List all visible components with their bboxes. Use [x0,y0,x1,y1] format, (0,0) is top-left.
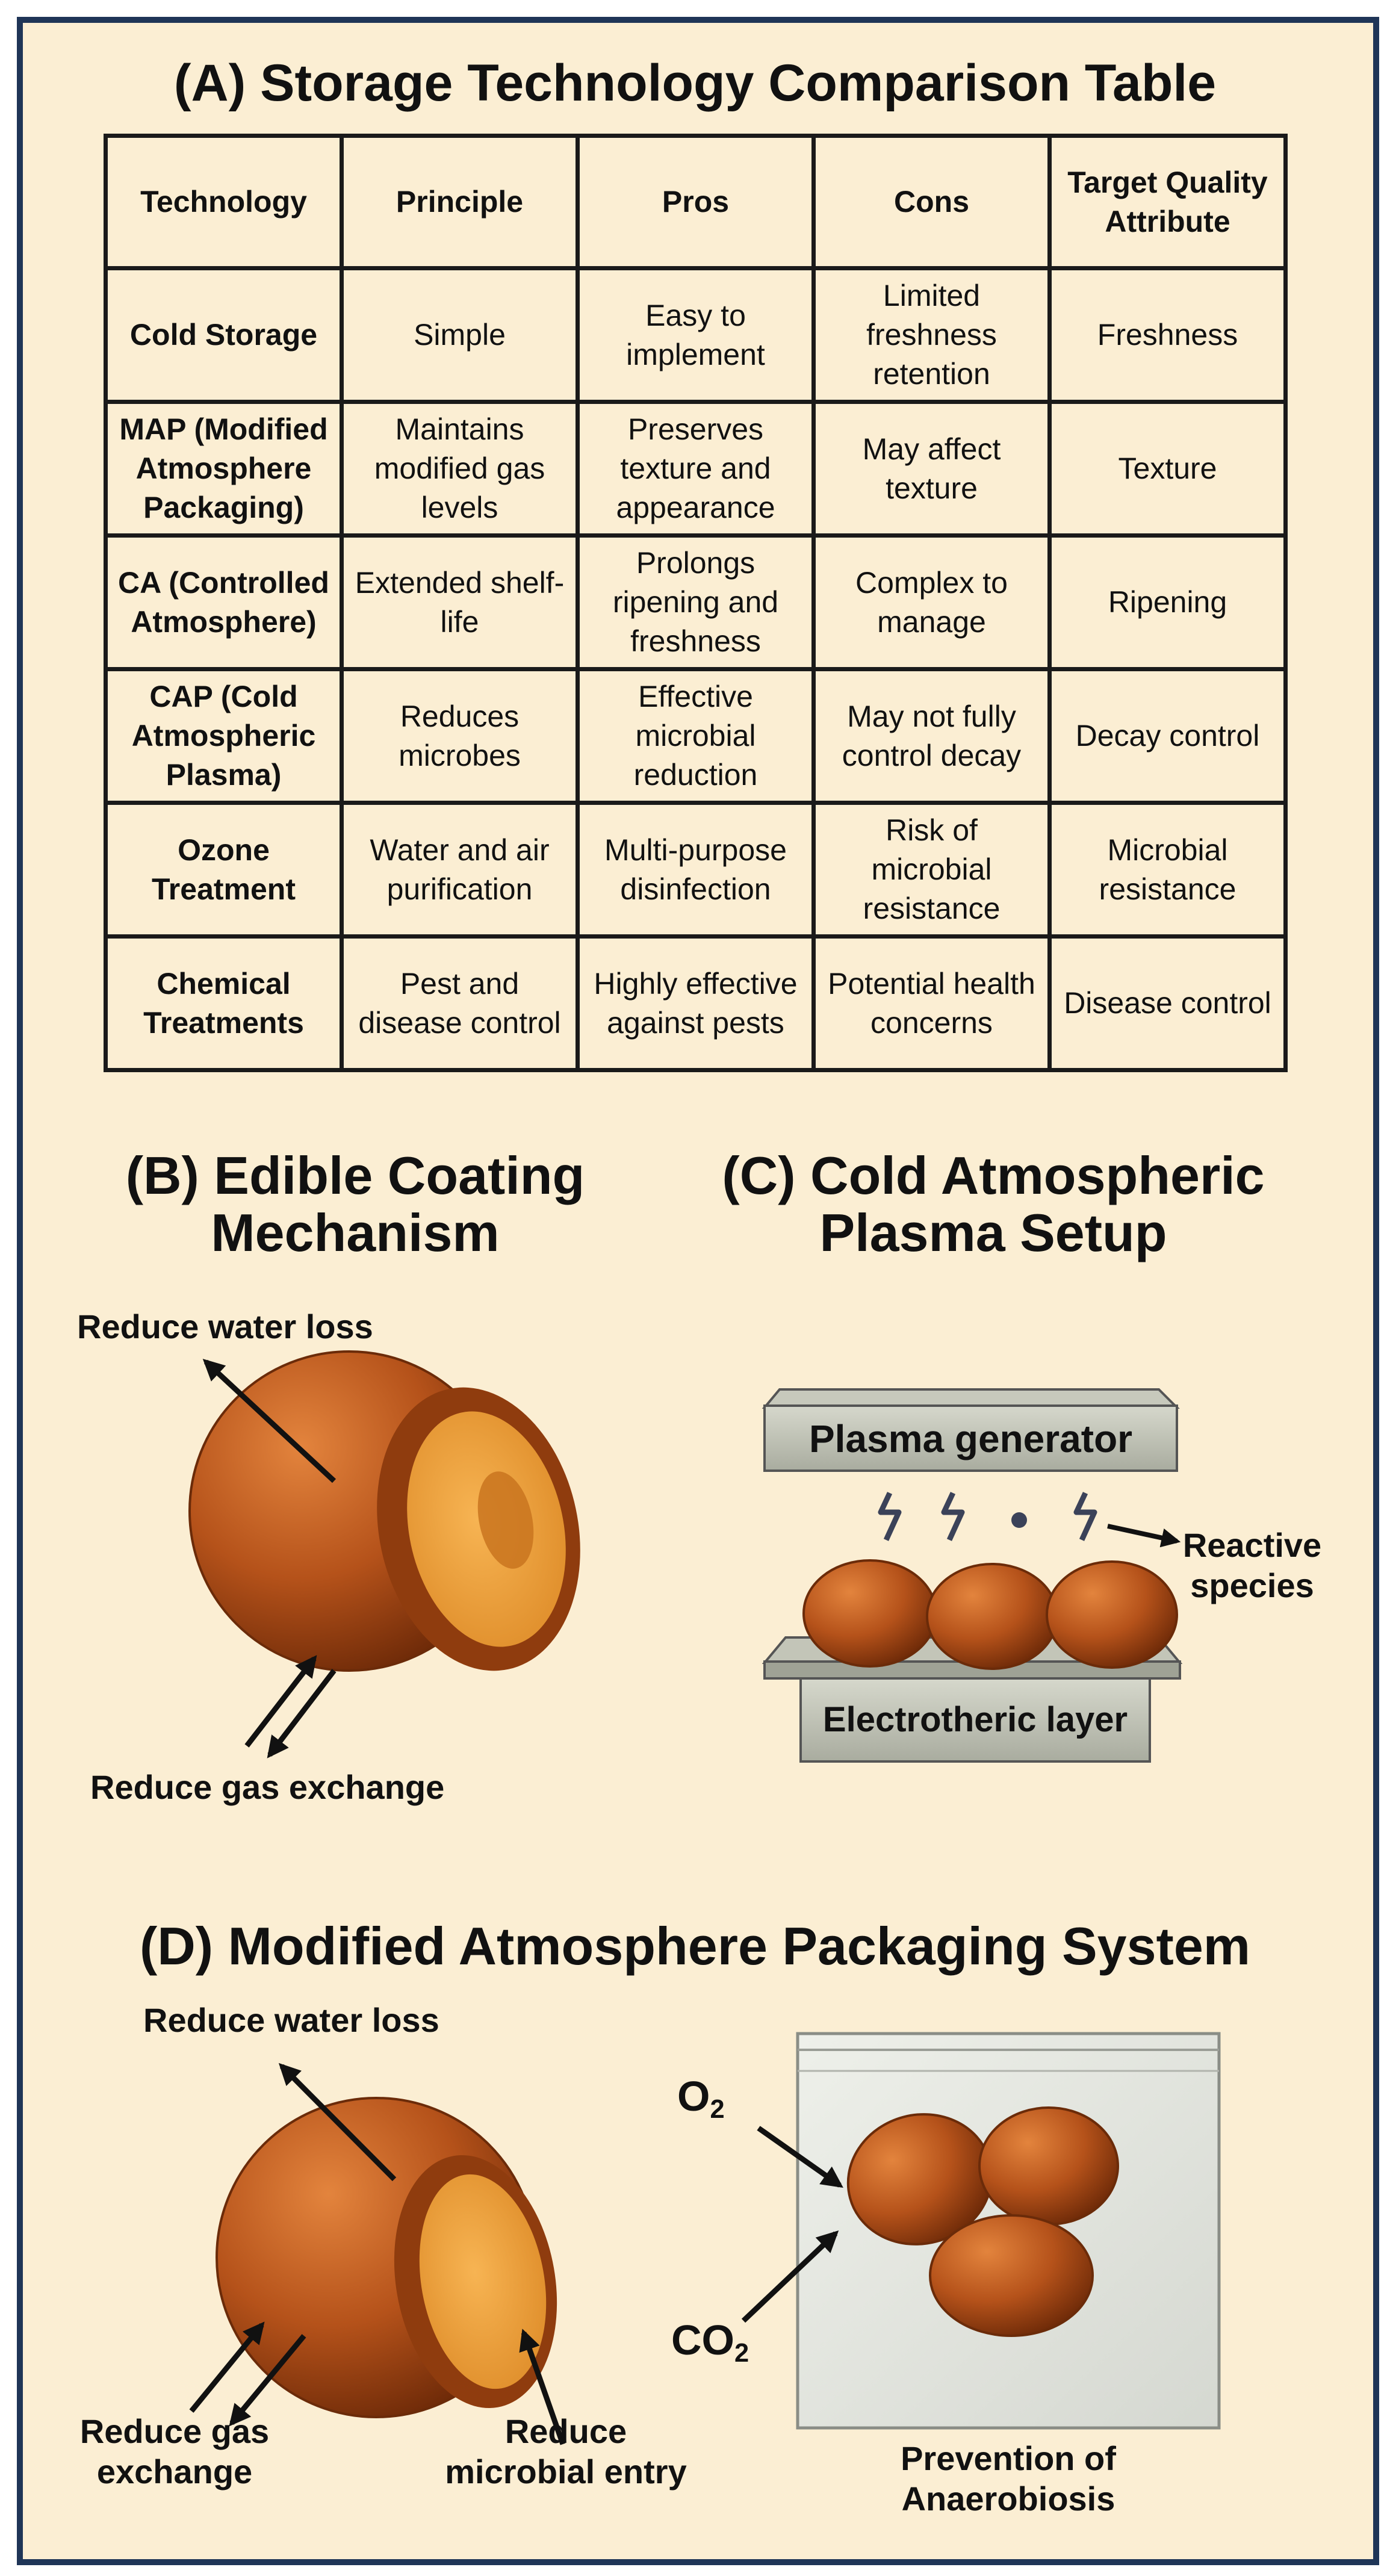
panel-b-title-line2: Mechanism [211,1203,500,1263]
label-reduce-gas-exchange-b: Reduce gas exchange [90,1768,445,1806]
table-row: CAP (Cold Atmospheric Plasma) Reduces mi… [104,667,1288,805]
gas-exchange-arrow-b-out [267,1669,337,1758]
pros-cell: Easy to implement [576,266,816,404]
label-microbial-line2: microbial entry [445,2453,687,2491]
electrode-layer [762,1636,1183,1763]
target-attribute-cell: Freshness [1047,266,1288,404]
water-loss-arrow-b [202,1359,337,1483]
target-attribute-cell: Microbial resistance [1047,801,1288,939]
water-loss-arrow-d [278,2062,397,2182]
label-reduce-water-loss-b: Reduce water loss [77,1308,373,1345]
gas-exchange-arrow-b-in [244,1655,317,1748]
pros-cell: Effective microbial reduction [576,667,816,805]
cons-cell: Risk of microbial resistance [811,801,1052,939]
principle-cell: Maintains modified gas levels [340,400,580,538]
panel-c-title-line1: (C) Cold Atmospheric [722,1146,1265,1205]
panel-a-title: (A) Storage Technology Comparison Table [173,54,1217,112]
o2-subscript: 2 [710,2095,725,2124]
principle-cell: Simple [340,266,580,404]
header-cell: Pros [576,134,816,270]
plasma-fruits [802,1559,1178,1670]
co2-subscript: 2 [734,2339,749,2368]
table-row: MAP (Modified Atmosphere Packaging) Main… [104,400,1288,538]
co2-label: CO2 [671,2315,749,2369]
cons-cell: Complex to manage [811,533,1052,671]
reactive-species-arrow [1107,1524,1181,1548]
label-gas-line2: exchange [96,2453,253,2491]
bag-caption-line1: Prevention of [901,2439,1116,2477]
technology-cell: MAP (Modified Atmosphere Packaging) [104,400,344,538]
panel-c-title: (C) Cold Atmospheric Plasma Setup [692,1147,1294,1261]
label-microbial-line1: Reduce [504,2412,627,2450]
microbial-entry-arrow [519,2329,566,2445]
label-reduce-water-loss-d: Reduce water loss [143,2001,439,2039]
pros-cell: Preserves texture and appearance [576,400,816,538]
principle-cell: Extended shelf-life [340,533,580,671]
panel-b-title-line1: (B) Edible Coating [125,1146,585,1205]
cons-cell: Limited freshness retention [811,266,1052,404]
label-reduce-microbial-entry: Reduce microbial entry [421,2411,710,2492]
co2-arrow [741,2230,839,2323]
label-gas-line1: Reduce gas [79,2412,270,2450]
o2-arrow [757,2126,843,2188]
reactive-species-line1: Reactive [1182,1526,1322,1564]
o2-label: O2 [677,2071,725,2125]
reactive-species-label: Reactive species [1174,1525,1330,1606]
header-cell: Cons [811,134,1052,270]
technology-cell: CA (Controlled Atmosphere) [104,533,344,671]
plasma-generator [762,1388,1180,1472]
o2-base: O [677,2073,710,2120]
target-attribute-cell: Texture [1047,400,1288,538]
table-header-row: Technology Principle Pros Cons Target Qu… [104,134,1288,270]
packaged-fruits [846,2106,1119,2337]
panel-c-title-line2: Plasma Setup [819,1203,1167,1263]
table-row: Cold Storage Simple Easy to implement Li… [104,266,1288,404]
pros-cell: Highly effective against pests [576,934,816,1072]
plasma-generator-label: Plasma generator [808,1417,1133,1460]
technology-cell: CAP (Cold Atmospheric Plasma) [104,667,344,805]
cons-cell: Potential health concerns [811,934,1052,1072]
bag-caption: Prevention of Anaerobiosis [798,2438,1219,2519]
reactive-species [878,1492,1097,1541]
table-row: Chemical Treatments Pest and disease con… [104,934,1288,1072]
gas-exchange-arrow-d-out [229,2334,306,2427]
panel-d-title: (D) Modified Atmosphere Packaging System [139,1916,1251,1976]
technology-cell: Ozone Treatment [104,801,344,939]
gas-exchange-arrow-d-in [189,2321,265,2413]
technology-cell: Cold Storage [104,266,344,404]
coated-fruit-d [216,2097,557,2418]
target-attribute-cell: Disease control [1047,934,1288,1072]
pros-cell: Prolongs ripening and freshness [576,533,816,671]
header-cell: Target Quality Attribute [1047,134,1288,270]
table-row: Ozone Treatment Water and air purificati… [104,801,1288,939]
target-attribute-cell: Decay control [1047,667,1288,805]
principle-cell: Pest and disease control [340,934,580,1072]
co2-base: CO [671,2317,734,2363]
header-cell: Technology [104,134,344,270]
cons-cell: May affect texture [811,400,1052,538]
table-row: CA (Controlled Atmosphere) Extended shel… [104,533,1288,671]
pros-cell: Multi-purpose disinfection [576,801,816,939]
comparison-table: Technology Principle Pros Cons Target Qu… [104,134,1288,1072]
header-cell: Principle [340,134,580,270]
principle-cell: Water and air purification [340,801,580,939]
label-reduce-gas-exchange-d: Reduce gas exchange [60,2411,289,2492]
coated-fruit-b [188,1350,580,1672]
panel-b-title: (B) Edible Coating Mechanism [90,1147,620,1261]
target-attribute-cell: Ripening [1047,533,1288,671]
principle-cell: Reduces microbes [340,667,580,805]
reactive-species-line2: species [1190,1566,1314,1605]
electrode-layer-label: Electrotheric layer [822,1700,1128,1739]
bag-caption-line2: Anaerobiosis [901,2480,1115,2518]
technology-cell: Chemical Treatments [104,934,344,1072]
cons-cell: May not fully control decay [811,667,1052,805]
